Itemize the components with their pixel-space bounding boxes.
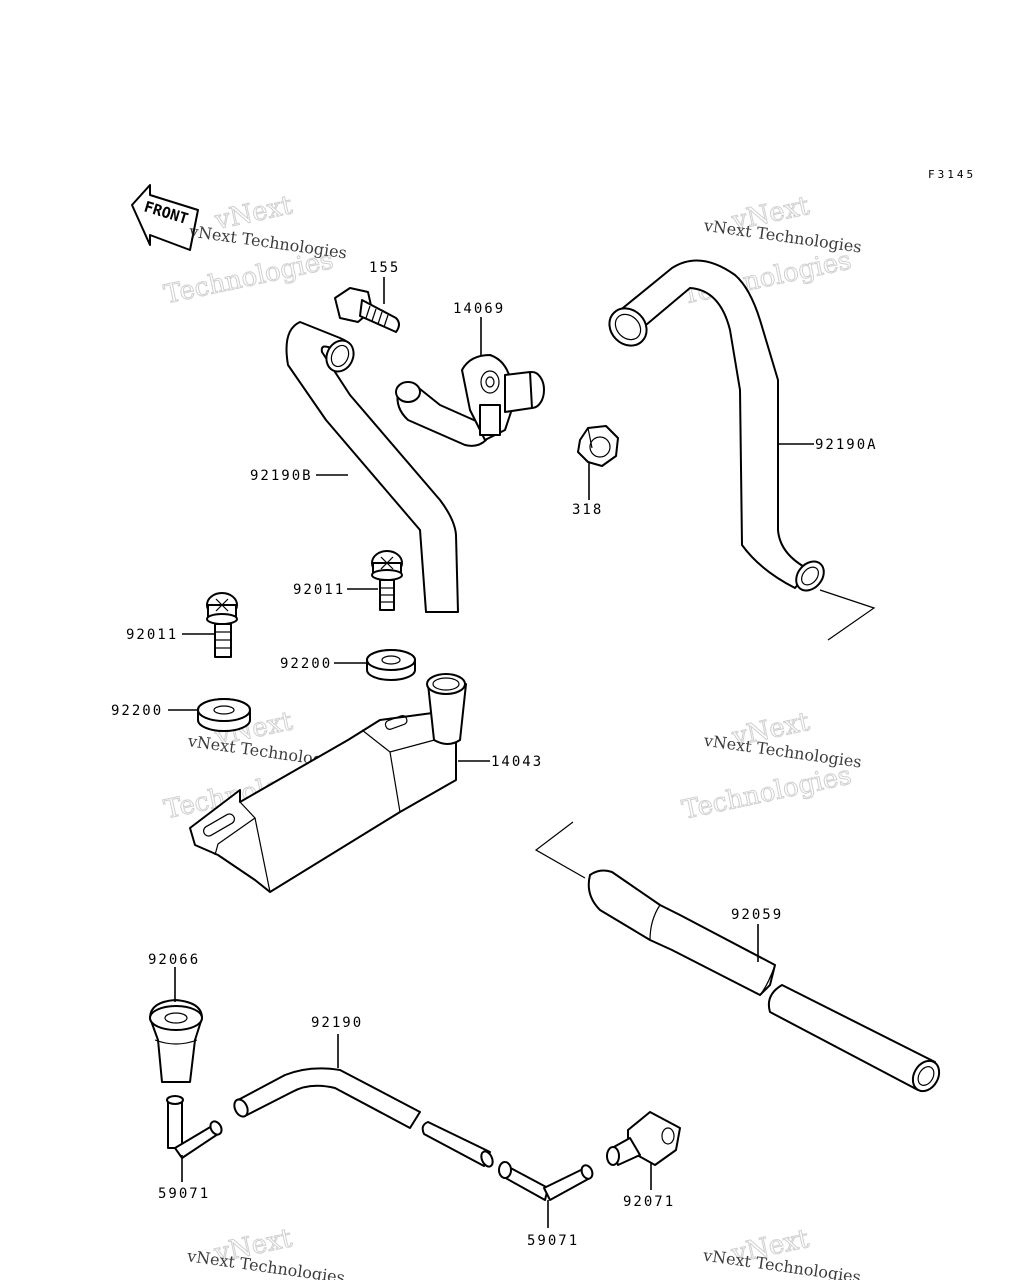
hose-92190-icon [233,1067,494,1168]
svg-text:vNext Technologies: vNext Technologies [187,221,348,262]
watermark-bottom-left: vNext vNext Technologies [185,1223,346,1280]
label-92011-lower: 92011 [126,627,178,643]
label-92071: 92071 [623,1194,675,1210]
label-14069: 14069 [453,301,505,317]
label-155: 155 [369,260,400,276]
hose-92190a-icon [608,259,825,592]
grommet-92066-icon [149,999,203,1083]
joint-59071-right-icon [498,1161,594,1201]
plate-14043-icon [189,673,467,893]
svg-text:Technologies: Technologies [680,761,855,826]
fitting-14069-icon [395,354,545,447]
leader-92059-break [534,821,586,879]
label-92200-upper: 92200 [280,656,332,672]
label-92190a: 92190A [815,437,878,453]
label-92190: 92190 [311,1015,363,1031]
label-14043: 14043 [491,754,543,770]
watermark-mid-right: vNext Technologies vNext Technologies [679,706,863,826]
label-92066: 92066 [148,952,200,968]
hose-92190b-icon [285,321,459,613]
label-92059: 92059 [731,907,783,923]
label-59071-left: 59071 [158,1186,210,1202]
label-92190b: 92190B [250,468,313,484]
label-59071-right: 59071 [527,1233,579,1249]
label-92011-upper: 92011 [293,582,345,598]
joint-59071-left-icon [166,1095,223,1159]
washer-92200-upper-icon [366,649,416,681]
screw-92011-lower-icon [206,592,238,658]
label-92200-lower: 92200 [111,703,163,719]
label-318: 318 [572,502,603,518]
figure-ref: F3145 [928,168,976,181]
washer-92200-lower-icon [197,698,251,732]
tube-92059-icon [587,869,941,1093]
nut-318-icon [577,425,619,467]
screw-92011-upper-icon [371,550,403,611]
watermark-bottom-right: vNext vNext Technologies [701,1223,862,1280]
fitting-92071-icon [606,1111,681,1166]
bolt-155-icon [334,287,400,333]
